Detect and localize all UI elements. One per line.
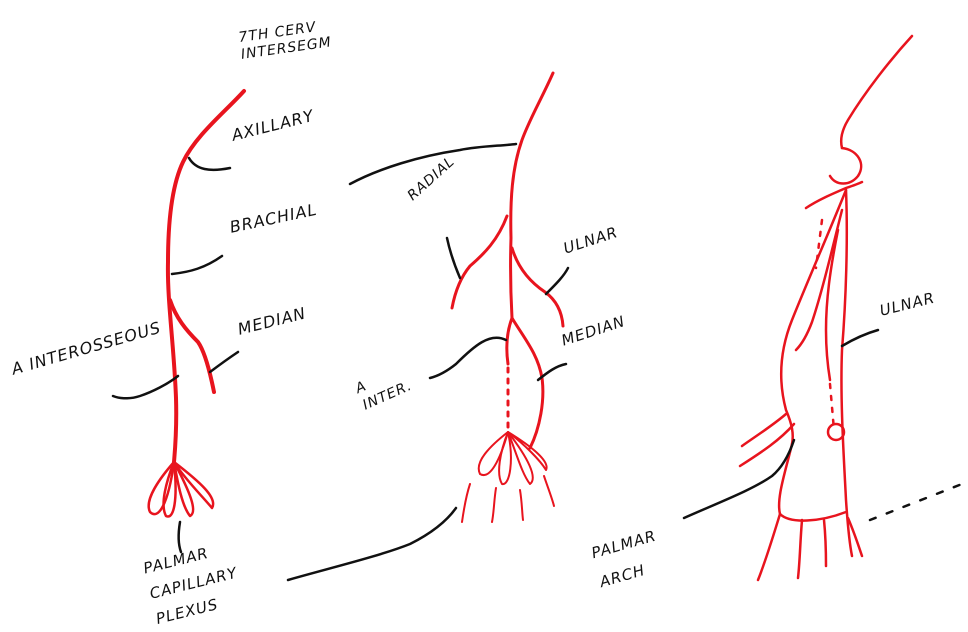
stage-2-radial-branch — [452, 216, 507, 308]
stage-2-median-branch — [512, 318, 543, 448]
interosseous-2-leader — [430, 338, 506, 378]
stage-3-digital-1 — [758, 514, 780, 580]
stage-1-plexus-leaf-4 — [174, 462, 213, 508]
axillary-leader — [189, 158, 230, 170]
stage-2-digital-2 — [492, 488, 496, 522]
stage-1-axis-artery — [168, 91, 244, 462]
stage-2-digital-1 — [462, 484, 470, 522]
stage-3-cross-branch — [806, 182, 862, 208]
stage-2-plexus-leaf-4 — [508, 432, 547, 470]
stage-3-loop — [830, 148, 861, 184]
median-1-leader — [210, 352, 238, 372]
stage-3-inner-line-1 — [796, 210, 842, 350]
stage-3-dashed-continuation — [870, 484, 962, 520]
stage-2-plexus-leaf-2 — [499, 432, 511, 484]
stage-2-digital-4 — [544, 476, 554, 506]
stage-2-leader-lines — [288, 144, 568, 580]
stage-2-plexus-leaf-1 — [479, 432, 508, 475]
interosseous-leader — [113, 376, 178, 398]
ulnar-1-leader — [546, 268, 568, 294]
stage-2-digital-3 — [520, 490, 523, 520]
ulnar-3-leader — [842, 330, 878, 346]
stage-3-leader-lines — [684, 330, 962, 520]
stage-3-dotted-1 — [816, 220, 822, 268]
stage-3-top-artery — [841, 36, 912, 148]
palmar-arch-leader — [684, 440, 794, 518]
stage-3-digital-2 — [798, 520, 802, 578]
stage-3-palmar-arch — [779, 444, 846, 521]
connector-plexus — [288, 508, 456, 580]
stage-3-digital-3 — [824, 520, 826, 566]
stage-3-ulnar-trunk — [841, 190, 852, 556]
stage-2-arteries — [452, 73, 563, 522]
radial-leader — [447, 238, 460, 278]
stage-3-dotted-2 — [830, 384, 834, 430]
brachial-leader — [172, 256, 222, 274]
stage-2-interosseous — [507, 318, 512, 364]
stage-2-ulnar-branch — [512, 248, 563, 326]
stage-1-arteries — [149, 91, 244, 517]
stage-3-thumb-branch-2 — [742, 414, 786, 446]
